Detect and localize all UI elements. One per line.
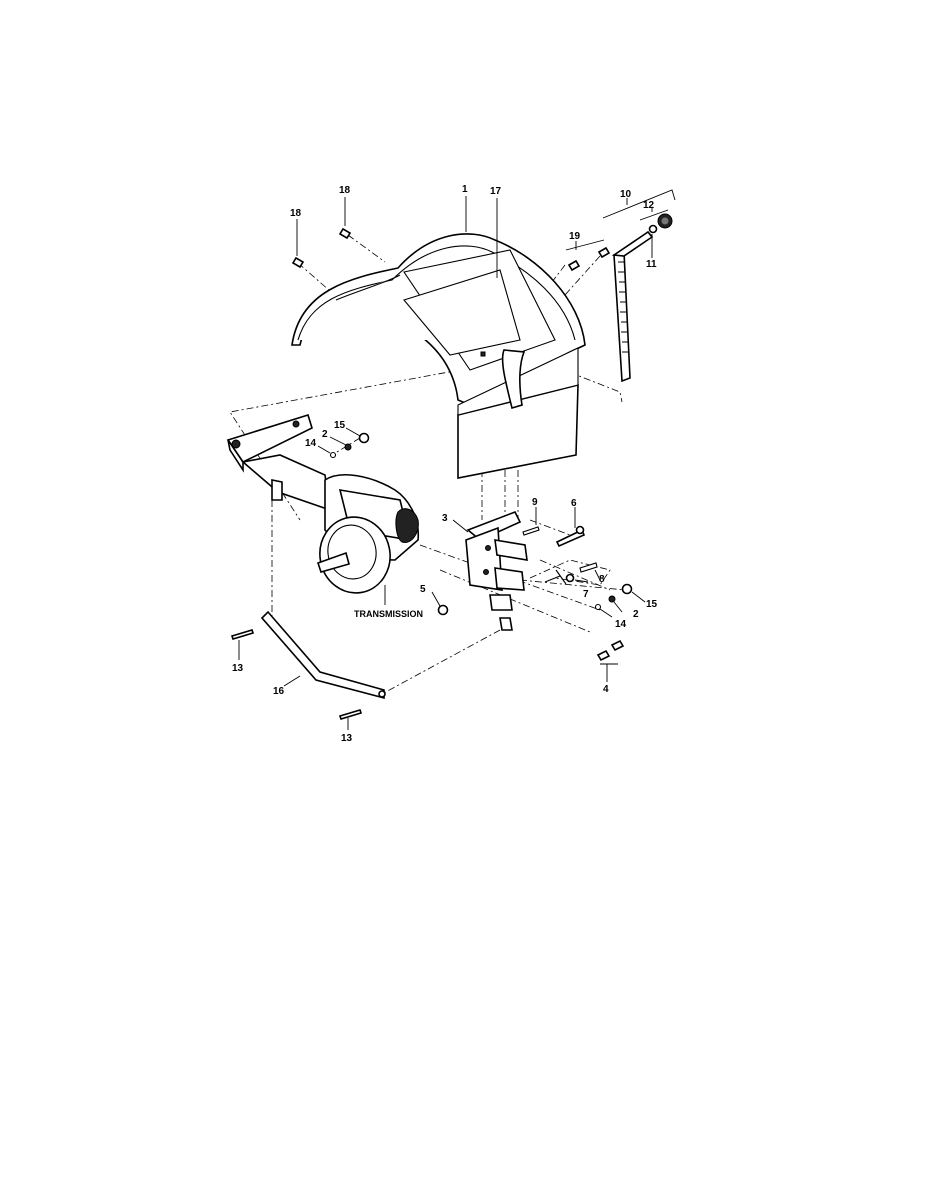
- callout-12: 12: [643, 200, 655, 211]
- hood-bracket-left: [226, 413, 313, 473]
- callout-5: 5: [420, 584, 426, 595]
- callout-17: 17: [490, 186, 502, 197]
- callout-15: 15: [646, 599, 658, 610]
- callout-13: 13: [341, 733, 353, 744]
- hardware: [230, 227, 633, 720]
- transmission-label: TRANSMISSION: [354, 609, 423, 619]
- callout-2: 2: [633, 609, 639, 620]
- callout-11: 11: [646, 259, 657, 270]
- callout-18: 18: [339, 185, 351, 196]
- callout-6: 6: [571, 498, 577, 509]
- callout-7: 7: [583, 589, 589, 600]
- rear-flap: [457, 347, 579, 479]
- callout-13: 13: [232, 663, 244, 674]
- callout-18: 18: [290, 208, 302, 219]
- callout-4: 4: [603, 684, 609, 695]
- callout-3: 3: [442, 513, 448, 524]
- callout-8: 8: [599, 574, 605, 585]
- callout-14: 14: [305, 438, 317, 449]
- callout-9: 9: [532, 497, 538, 508]
- transmission: [241, 454, 420, 594]
- depth-bar: [611, 230, 654, 383]
- callout-19: 19: [569, 231, 581, 242]
- callout-2: 2: [322, 429, 328, 440]
- callout-16: 16: [273, 686, 285, 697]
- callout-labels: 1 17 18 18 19 10 12 11 15 2 14 3 9 6 8 7…: [232, 184, 658, 744]
- decal-panel: [403, 269, 521, 356]
- callout-10: 10: [620, 189, 632, 200]
- callout-1: 1: [462, 184, 468, 195]
- callout-14: 14: [615, 619, 627, 630]
- depth-bar-knob: [648, 213, 673, 234]
- callout-15: 15: [334, 420, 346, 431]
- leader-lines: [238, 189, 676, 730]
- hitch-bracket: [465, 510, 528, 631]
- support-bar: [260, 610, 386, 700]
